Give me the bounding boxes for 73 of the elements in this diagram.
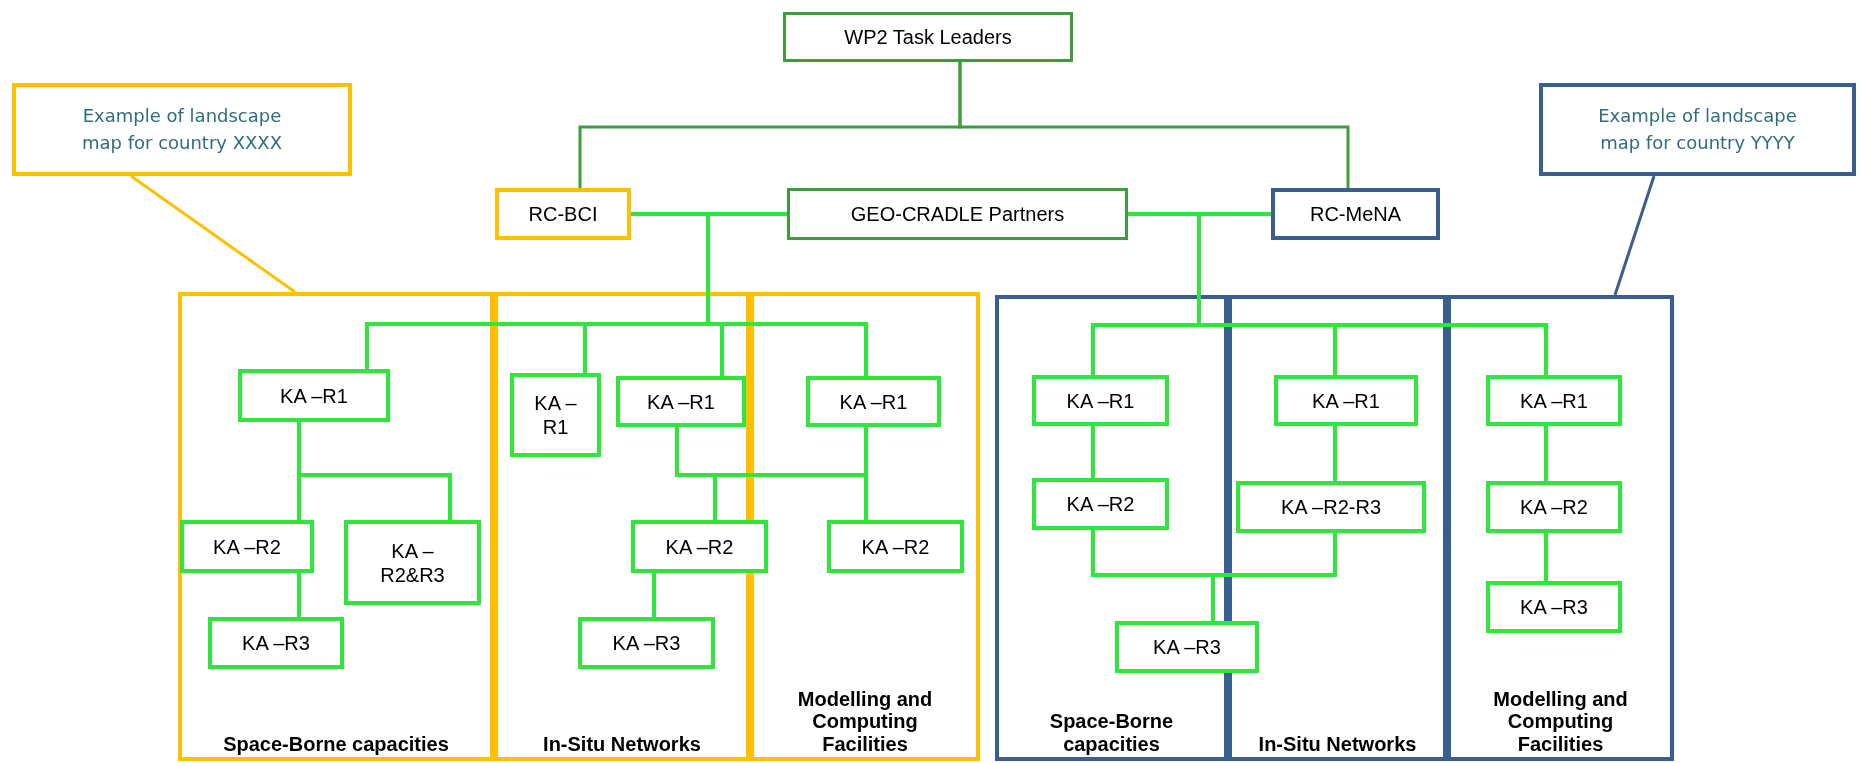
task-box (180, 520, 314, 573)
group-panel (494, 292, 750, 761)
connector-line (1197, 212, 1548, 375)
callout-text: Example of landscape map for country YYYY (1597, 104, 1798, 155)
box-label: KA –R1 (1066, 388, 1135, 413)
box-label: KA –R3 (242, 631, 310, 655)
box-label: RC-MeNA (1309, 202, 1402, 226)
box-label: RC-BCI (528, 202, 598, 226)
box-label: KA –R2 (213, 534, 281, 559)
box-label: KA –R2 (1520, 495, 1588, 519)
panel-title: In-Situ Networks (543, 732, 701, 755)
box-label: KA –R1 (1520, 388, 1588, 413)
task-box (616, 376, 746, 427)
box-label: KA –R3 (612, 631, 681, 655)
box-label: KA –R1 (280, 383, 348, 408)
task-box (1274, 375, 1418, 426)
group-panel (1447, 295, 1674, 761)
connector-line (652, 573, 656, 617)
task-box (1032, 478, 1169, 530)
task-box (1486, 581, 1622, 633)
task-box (1486, 481, 1622, 533)
box-label: KA – R2&R3 (379, 538, 446, 587)
box-label: WP2 Task Leaders (844, 25, 1012, 49)
box-label: KA –R1 (647, 389, 715, 414)
task-box (1236, 481, 1426, 533)
panel-title: In-Situ Networks (1258, 732, 1417, 755)
org-box (495, 188, 631, 240)
connector-line (1091, 426, 1095, 478)
panel-title: Modelling and Computing Facilities (796, 687, 934, 755)
org-box (787, 188, 1128, 240)
callout-text: Example of landscape map for country XXXX (80, 104, 284, 155)
task-box (1032, 375, 1169, 426)
panel-title: Space-Borne capacities (223, 732, 449, 755)
task-box (578, 617, 715, 669)
panel-title: Space-Borne capacities (1048, 710, 1175, 755)
connector-line (297, 573, 301, 617)
connector-line (864, 427, 868, 520)
task-box (1486, 375, 1622, 426)
leader-line (129, 174, 297, 294)
box-label: KA –R2 (861, 534, 930, 559)
box-label: KA –R2-R3 (1280, 495, 1382, 519)
connector-line (1333, 426, 1337, 481)
box-label: KA –R2 (665, 534, 734, 559)
task-box (827, 520, 964, 573)
task-box (208, 617, 344, 669)
connector-line (297, 422, 452, 520)
task-box (631, 520, 768, 573)
group-panel (178, 292, 494, 761)
group-panel (995, 295, 1228, 761)
box-label: KA –R1 (1312, 388, 1380, 413)
panel-title: Modelling and Computing Facilities (1492, 687, 1629, 755)
callout-box (1539, 83, 1856, 176)
connector-line (1211, 533, 1337, 621)
connector-line (1544, 533, 1548, 581)
task-box (344, 520, 481, 605)
connector-line (958, 62, 1350, 188)
group-panel (750, 292, 980, 761)
box-label: KA –R1 (839, 389, 908, 414)
task-box (238, 369, 390, 422)
box-label: KA –R3 (1153, 635, 1221, 659)
task-box (806, 376, 941, 427)
callout-box (12, 83, 352, 176)
task-box (1115, 621, 1259, 673)
org-box (1271, 188, 1440, 240)
box-label: KA –R1 (533, 391, 578, 439)
box-label: GEO-CRADLE Partners (850, 202, 1065, 226)
connector-line (1544, 426, 1548, 481)
leader-line (1613, 174, 1656, 297)
org-box (783, 12, 1073, 62)
box-label: KA –R3 (1520, 595, 1588, 619)
group-panel (1228, 295, 1447, 761)
box-label: KA –R2 (1066, 492, 1135, 516)
task-box (510, 373, 601, 457)
